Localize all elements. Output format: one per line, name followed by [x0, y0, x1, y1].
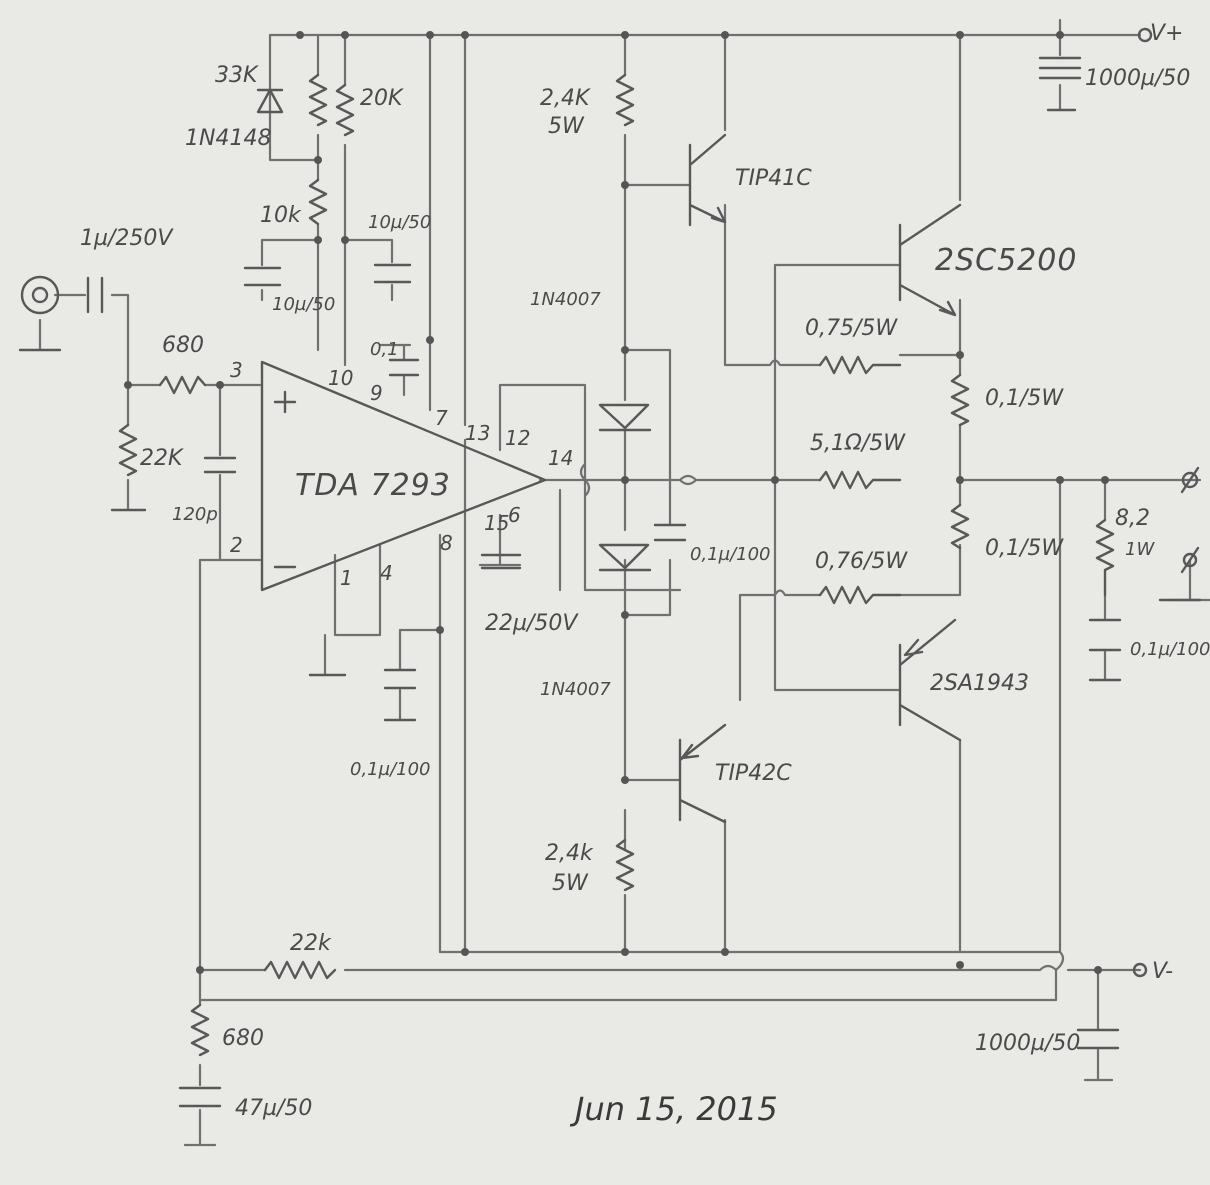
capacitors — [86, 56, 1122, 1108]
label-r-82: 8,2 — [1115, 506, 1150, 531]
label-q-tip41c: TIP41C — [735, 166, 812, 191]
input-jack — [20, 275, 60, 315]
label-c-input: 1µ/250V — [80, 226, 174, 251]
label-r-01-bottom: 0,1/5W — [985, 536, 1064, 561]
label-c-01: 0,1 — [370, 339, 399, 360]
label-r-5w-bottom: 5W — [552, 871, 589, 896]
label-r-680-bottom: 680 — [222, 1026, 264, 1051]
label-r-01-top: 0,1/5W — [985, 386, 1064, 411]
label-r-075: 0,75/5W — [805, 316, 898, 341]
label-ic: TDA 7293 — [295, 468, 451, 503]
label-c-10u-right: 10µ/50 — [368, 212, 431, 233]
label-c-01u-100-left: 0,1µ/100 — [350, 759, 431, 780]
pin-2: 2 — [230, 533, 243, 557]
pin-3: 3 — [230, 358, 243, 382]
pin-13: 13 — [465, 421, 490, 445]
terminals — [18, 27, 1202, 978]
label-q-2sc5200: 2SC5200 — [935, 243, 1077, 278]
resistors — [118, 73, 1115, 1057]
label-r-24k-top: 2,4K — [540, 86, 591, 111]
label-r-33k: 33K — [215, 63, 259, 88]
wires — [38, 18, 1210, 1147]
label-r-10k: 10k — [260, 203, 302, 228]
labels: V+ V- 1000µ/50 1000µ/50 33K 1N4148 20K 1… — [80, 21, 1210, 1128]
label-r-20k: 20K — [360, 86, 404, 111]
label-vplus: V+ — [1150, 21, 1183, 46]
transistors — [678, 133, 962, 824]
pin-8: 8 — [440, 531, 453, 555]
label-c-10u-left: 10µ/50 — [272, 294, 335, 315]
label-c-vplus: 1000µ/50 — [1085, 66, 1190, 91]
label-q-2sa1943: 2SA1943 — [930, 671, 1029, 696]
label-r-5w-top: 5W — [548, 114, 585, 139]
op-amp-tda7293 — [260, 360, 547, 592]
label-r-1w: 1W — [1125, 539, 1155, 560]
label-vminus: V- — [1152, 959, 1173, 984]
pin-4: 4 — [380, 561, 393, 585]
pin-12: 12 — [505, 426, 530, 450]
pin-7: 7 — [435, 406, 448, 430]
label-q-tip42c: TIP42C — [715, 761, 792, 786]
label-c-120p: 120p — [172, 504, 218, 525]
label-d-1n4007-top: 1N4007 — [530, 289, 601, 310]
label-c-01u-100-mid: 0,1µ/100 — [690, 544, 771, 565]
label-c-zobel: 0,1µ/100 — [1130, 639, 1210, 660]
label-c-47u: 47µ/50 — [235, 1096, 312, 1121]
label-r-51: 5,1Ω/5W — [810, 431, 906, 456]
label-r-076: 0,76/5W — [815, 549, 908, 574]
label-r-22k-feedback: 22k — [290, 931, 332, 956]
label-c-22u: 22µ/50V — [485, 611, 579, 636]
pin-14: 14 — [548, 446, 573, 470]
pin-1: 1 — [340, 566, 353, 590]
pin-9: 9 — [370, 381, 383, 405]
pin-10: 10 — [328, 366, 353, 390]
label-r-24k-bottom: 2,4k — [545, 841, 594, 866]
pin-6: 6 — [508, 503, 521, 527]
label-r-680-input: 680 — [162, 333, 204, 358]
label-d-1n4007-bottom: 1N4007 — [540, 679, 611, 700]
drawing-date: Jun 15, 2015 — [569, 1090, 778, 1128]
label-d-1n4148: 1N4148 — [185, 126, 271, 151]
label-r-22k-input: 22K — [140, 446, 184, 471]
pin-15: 15 — [484, 511, 509, 535]
diodes — [256, 88, 652, 572]
junction-dots — [124, 31, 1109, 974]
label-c-vminus: 1000µ/50 — [975, 1031, 1080, 1056]
